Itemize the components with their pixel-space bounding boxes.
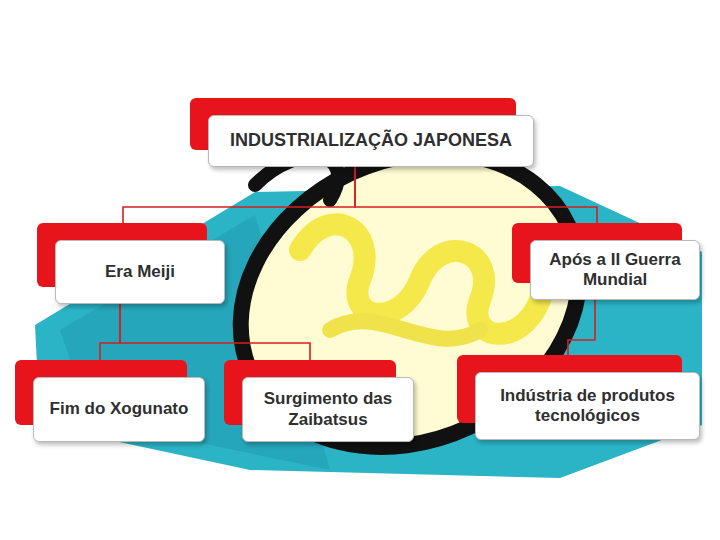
black-loop [192,99,628,501]
tree-connector [355,167,597,240]
box-label: Era Meiji [105,262,175,282]
yellow-scribble [300,224,540,334]
yellow-scribble [330,321,480,338]
box-label: Após a II Guerra Mundial [541,250,689,291]
topic-box: Surgimento das Zaibatsus [242,377,414,442]
tree-connector [568,300,595,372]
tree-connector [123,167,355,240]
heading-box: INDUSTRIALIZAÇÃO JAPONESA [208,115,534,167]
box-label: Indústria de produtos tecnológicos [486,386,689,427]
box-label: Surgimento das Zaibatsus [253,389,403,430]
tree-connector [120,304,310,377]
box-label: Fim do Xogunato [50,399,189,419]
box-label: INDUSTRIALIZAÇÃO JAPONESA [230,130,512,152]
topic-box: Após a II Guerra Mundial [530,240,700,300]
topic-box: Indústria de produtos tecnológicos [475,372,700,440]
tree-connector [100,304,120,377]
topic-box: Era Meiji [55,240,225,304]
topic-box: Fim do Xogunato [33,377,205,442]
